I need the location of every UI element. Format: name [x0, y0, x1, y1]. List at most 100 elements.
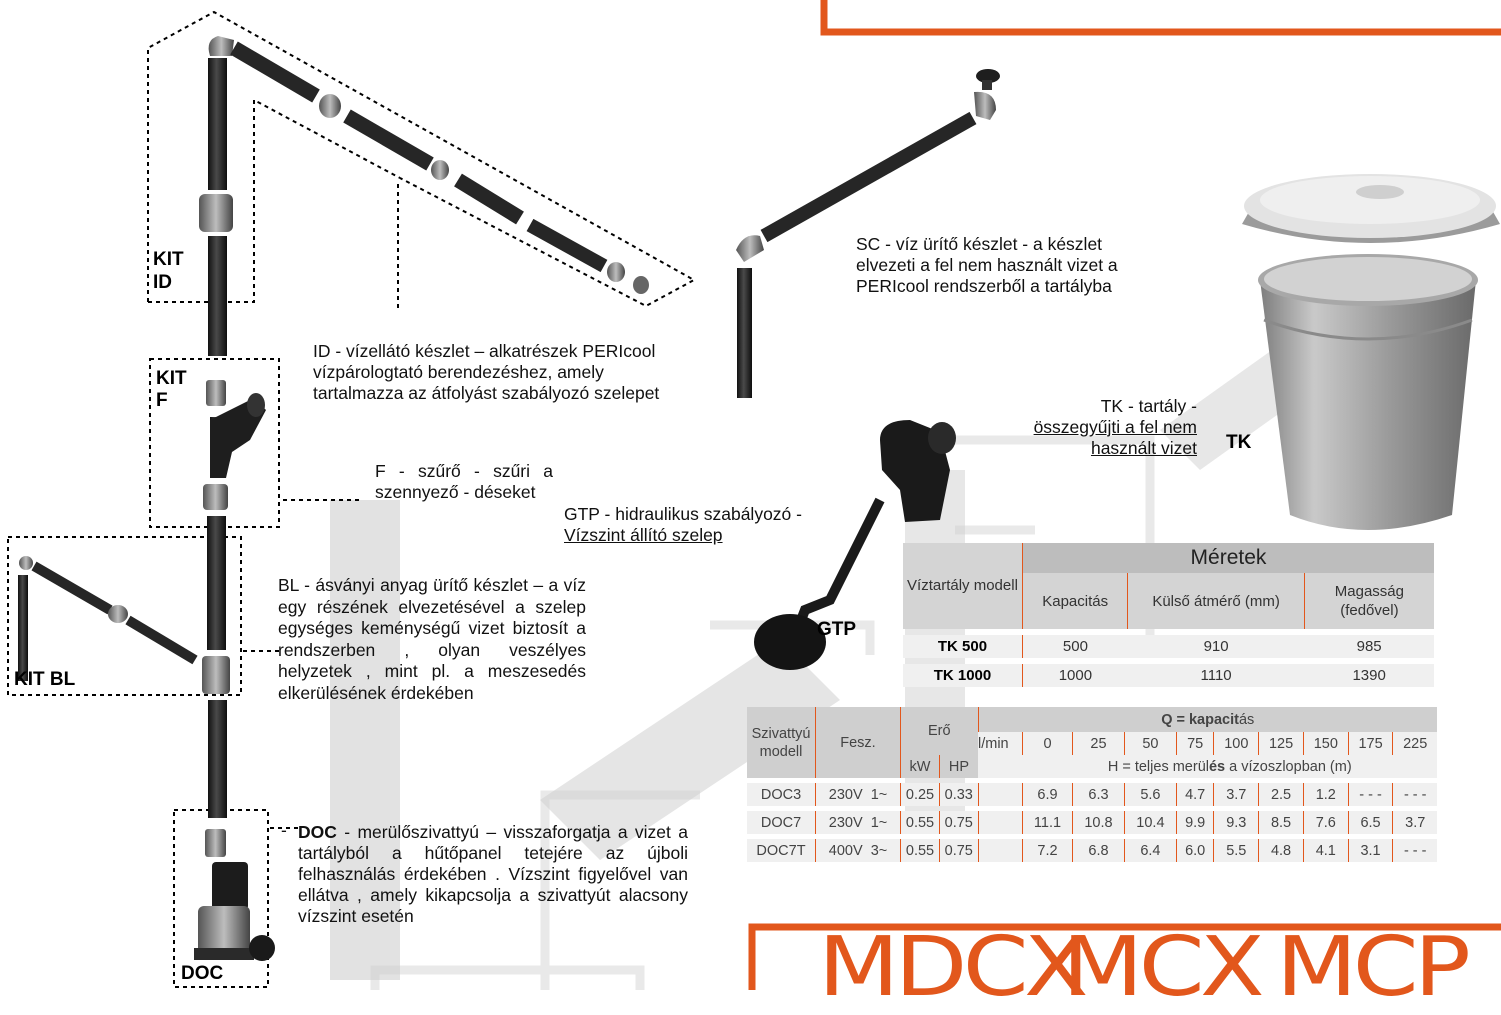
pump-head: 6.9 — [1021, 783, 1073, 806]
gtp-line: GTP - hidraulikus szabályozó - — [564, 504, 802, 524]
pump-head: 6.5 — [1347, 811, 1393, 834]
tk-line: TK - tartály - — [1100, 396, 1197, 416]
pump-head: 7.2 — [1021, 839, 1073, 862]
sc-line: SC - víz ürítő készlet - a készlet — [856, 234, 1103, 254]
pump-head-caption-c: a vízoszlopban (m) — [1225, 758, 1352, 775]
dim-col-diameter: Külső átmérő (mm) — [1127, 573, 1305, 629]
doc-description: DOC - merülőszivattyú – visszaforgatja a… — [298, 822, 688, 927]
tk-line: használt vizet — [1090, 438, 1197, 458]
pump-head: 6.8 — [1072, 839, 1125, 862]
pump-row: DOC3 230V 1~ 0.25 0.33 6.9 6.3 5.6 4.7 3… — [747, 783, 1437, 806]
tk-description: TK - tartály - összegyűjti a fel nem has… — [997, 396, 1197, 459]
pump-head: 3.7 — [1213, 783, 1259, 806]
pump-head: 9.3 — [1213, 811, 1259, 834]
pump-hp: 0.75 — [939, 811, 978, 834]
pump-flow: 25 — [1072, 732, 1125, 755]
kit-id-label-line1: KIT — [153, 249, 184, 270]
pump-capacity-title-rest: ás — [1238, 711, 1255, 728]
dim-title: Méretek — [1021, 543, 1434, 573]
pump-flow: 150 — [1302, 732, 1349, 755]
pump-kw: 0.25 — [900, 783, 940, 806]
pump-head: 4.7 — [1175, 783, 1214, 806]
pump-row: DOC7T 400V 3~ 0.55 0.75 7.2 6.8 6.4 6.0 … — [747, 839, 1437, 862]
pump-head: - - - — [1392, 783, 1437, 806]
pump-voltage: 400V 3~ — [815, 839, 901, 862]
doc-desc-bold: DOC — [298, 822, 337, 842]
gtp-line: Vízszint állító szelep — [564, 525, 723, 545]
sc-pipe — [736, 69, 1000, 398]
pump-head: 5.6 — [1123, 783, 1177, 806]
dim-col-height: Magasság (fedővel) — [1303, 573, 1434, 629]
id-line: ID - vízellátó készlet – alkatrészek PER… — [313, 341, 656, 361]
sc-description: SC - víz ürítő készlet - a készlet elvez… — [856, 234, 1118, 297]
dimensions-table: Víztartály modell Méretek Kapacitás Küls… — [903, 543, 1434, 687]
pump-table: Szivattyú modell Fesz. Erő Q = kapacitás… — [747, 707, 1437, 862]
dim-col-capacity: Kapacitás — [1021, 573, 1128, 629]
dim-model: TK 1000 — [903, 664, 1023, 687]
pump-model: DOC7 — [747, 811, 816, 834]
id-line: vízpárologtató berendezéshez, amely — [313, 362, 604, 382]
pump-head: 5.5 — [1213, 839, 1259, 862]
brand-logo-mcx: MCX — [1062, 920, 1265, 1015]
pump-voltage-value: 230V — [828, 814, 863, 831]
pump-head: - - - — [1347, 783, 1393, 806]
pump-head: 6.0 — [1175, 839, 1214, 862]
pump-phase: 1~ — [870, 786, 888, 803]
pump-flow-row: l/min 0 25 50 75 100 125 150 175 225 — [747, 732, 1437, 755]
pump-kw: 0.55 — [900, 811, 940, 834]
pump-head: 9.9 — [1175, 811, 1214, 834]
dim-col-model: Víztartály modell — [903, 543, 1023, 629]
pump-head: 10.4 — [1123, 811, 1177, 834]
f-description: F - szűrő - szűri a szennyező - déseket — [375, 461, 553, 502]
kit-f-label-line1: KIT — [156, 368, 187, 389]
brand-logo-mcp: MCP — [1276, 920, 1471, 1015]
pump-head: - - - — [1392, 839, 1437, 862]
pump-voltage-value: 230V — [828, 786, 863, 803]
pump-head-caption-a: H = teljes merül — [1107, 758, 1209, 775]
pump-head-caption: H = teljes merülés a vízoszlopban (m) — [1022, 755, 1437, 778]
pump-unit-kw: kW — [900, 755, 940, 778]
dim-capacity: 500 — [1021, 635, 1128, 658]
pump-voltage: 230V 1~ — [815, 783, 901, 806]
pump-head: 1.2 — [1302, 783, 1349, 806]
pump-kw: 0.55 — [900, 839, 940, 862]
pump-model: DOC7T — [747, 839, 816, 862]
pump-voltage-value: 400V — [828, 842, 863, 859]
pump-col-power: Erő — [900, 707, 978, 755]
dim-capacity: 1000 — [1021, 664, 1128, 687]
pump-flow: 100 — [1213, 732, 1259, 755]
pump-head: 8.5 — [1258, 811, 1304, 834]
pump-voltage: 230V 1~ — [815, 811, 901, 834]
doc-description: - — [281, 820, 287, 840]
pump-flow: 175 — [1347, 732, 1393, 755]
pump-head: 3.1 — [1347, 839, 1393, 862]
pump-hp: 0.75 — [939, 839, 978, 862]
gtp-label: GTP — [817, 619, 857, 640]
id-line: tartalmazza az átfolyást szabályozó szel… — [313, 383, 660, 403]
bl-kit — [18, 556, 198, 681]
pump-head: 6.4 — [1123, 839, 1177, 862]
pump-head: 3.7 — [1392, 811, 1437, 834]
pump-row: DOC7 230V 1~ 0.55 0.75 11.1 10.8 10.4 9.… — [747, 811, 1437, 834]
accent-frame — [748, 0, 1501, 990]
dim-diameter: 910 — [1127, 635, 1305, 658]
tk-label: TK — [1226, 432, 1252, 453]
pump-capacity-title: Q = kapacitás — [977, 707, 1437, 732]
dim-height: 1390 — [1304, 664, 1434, 687]
sc-line: PERIcool rendszerből a tartályba — [856, 276, 1112, 296]
bl-description: BL - ásványi anyag ürítő készlet – a víz… — [278, 575, 586, 703]
kit-f-label-line2: F — [156, 390, 168, 411]
pump-head: 2.5 — [1258, 783, 1304, 806]
pump-flow: 125 — [1258, 732, 1304, 755]
id-pipe — [230, 41, 649, 294]
dim-row: TK 500 500 910 985 — [903, 635, 1434, 658]
pump-phase: 1~ — [870, 814, 888, 831]
dim-row: TK 1000 1000 1110 1390 — [903, 664, 1434, 687]
pump-unit-hp: HP — [939, 755, 978, 778]
dim-height: 985 — [1304, 635, 1434, 658]
pump-flow: 225 — [1392, 732, 1437, 755]
kit-id-label-line2: ID — [153, 272, 172, 293]
dim-model: TK 500 — [903, 635, 1023, 658]
doc-desc-text: - merülőszivattyú – visszaforgatja a viz… — [298, 822, 688, 926]
gtp-description: GTP - hidraulikus szabályozó - Vízszint … — [564, 504, 802, 546]
